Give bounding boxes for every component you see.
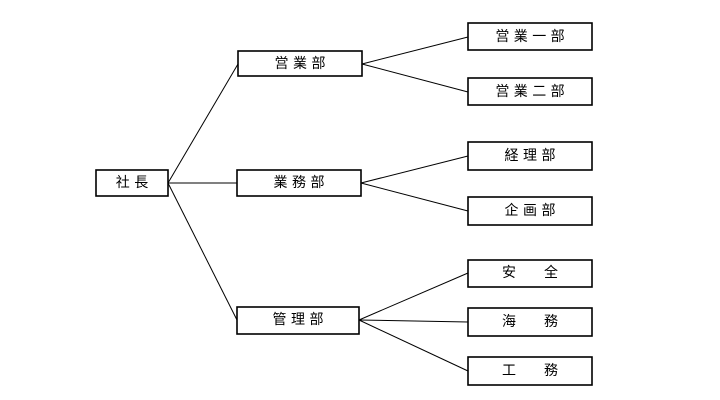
node-dept-marine-label: 海 務 [502, 314, 558, 330]
connectors-president [167, 63, 239, 321]
node-division-admin-label: 管 理 部 [273, 312, 324, 328]
node-dept-sales-2-box [467, 77, 593, 106]
node-dept-sales-2-label: 営 業 二 部 [495, 84, 564, 100]
node-dept-safety-box [467, 259, 593, 288]
node-dept-marine-box [467, 307, 593, 337]
node-dept-planning: 企 画 部 [467, 196, 593, 226]
connector-president-admin [167, 182, 238, 321]
connector-admin-marine [358, 319, 469, 323]
connector-operations-accounting [360, 155, 469, 184]
node-dept-safety: 安 全 [467, 259, 593, 288]
node-president: 社 長 [95, 169, 169, 197]
node-division-sales: 営 業 部 [237, 50, 363, 77]
node-dept-engineering-box [467, 356, 593, 386]
node-dept-engineering: 工 務 [467, 356, 593, 386]
connectors-admin [358, 272, 469, 372]
node-dept-accounting: 経 理 部 [467, 141, 593, 171]
node-president-box [95, 169, 169, 197]
connectors-operations [360, 155, 469, 212]
node-dept-accounting-label: 経 理 部 [505, 148, 556, 164]
node-division-operations-box [236, 169, 362, 197]
node-dept-planning-label: 企 画 部 [505, 202, 556, 219]
node-division-sales-box [237, 50, 363, 77]
connector-admin-engineering [358, 319, 469, 372]
connectors-sales [361, 36, 469, 93]
connector-admin-safety [358, 272, 469, 321]
connector-sales-dept1 [361, 36, 469, 65]
node-dept-sales-1: 営 業 一 部 [467, 22, 593, 51]
connector-president-sales [167, 63, 239, 184]
connector-sales-dept2 [361, 63, 469, 93]
node-dept-planning-box [467, 196, 593, 226]
node-division-operations-label: 業 務 部 [274, 175, 325, 191]
node-dept-sales-1-label: 営 業 一 部 [495, 29, 564, 45]
node-division-admin: 管 理 部 [236, 306, 360, 335]
node-dept-marine: 海 務 [467, 307, 593, 337]
node-division-operations: 業 務 部 [236, 169, 362, 197]
node-dept-accounting-box [467, 141, 593, 171]
connector-operations-planning [360, 182, 469, 212]
node-division-sales-label: 営 業 部 [275, 56, 326, 72]
node-dept-engineering-label: 工 務 [502, 363, 558, 379]
node-division-admin-box [236, 306, 360, 335]
node-president-label: 社 長 [116, 175, 148, 191]
node-dept-sales-1-box [467, 22, 593, 51]
node-dept-sales-2: 営 業 二 部 [467, 77, 593, 106]
node-dept-safety-label: 安 全 [502, 264, 558, 281]
